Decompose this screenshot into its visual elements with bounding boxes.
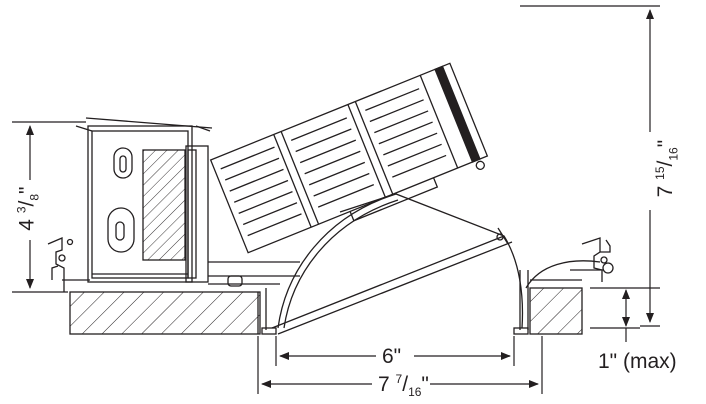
mounting-bracket-right <box>525 237 614 289</box>
dimension-outer-width <box>257 336 543 394</box>
dimension-housing-height <box>12 121 86 293</box>
dimension-ceiling-thickness <box>590 287 660 342</box>
ceiling-right <box>529 279 583 335</box>
total-height-numerator: 15 <box>653 166 668 180</box>
ceiling-thickness-label: 1" (max) <box>598 350 677 373</box>
knockout-bottom <box>107 207 135 253</box>
mounting-bracket-left <box>47 237 90 292</box>
outer-width-denominator: 16 <box>408 385 422 400</box>
housing-height-unit: " <box>15 186 39 194</box>
housing-height-label: 4 3/8" <box>14 186 42 231</box>
plaster-frame <box>208 261 529 335</box>
led-module-tilted <box>209 62 489 254</box>
outer-width-unit: " <box>421 373 429 396</box>
junction-box <box>75 117 213 283</box>
dimension-total-height <box>520 5 660 327</box>
total-height-unit: " <box>654 139 678 148</box>
housing-height-whole: 4 <box>15 219 39 231</box>
total-height-whole: 7 <box>654 185 678 198</box>
reflector-cone <box>271 193 524 335</box>
housing-height-numerator: 3 <box>14 206 29 214</box>
outer-width-whole: 7 <box>378 373 390 396</box>
outer-width-numerator: 7 <box>395 372 403 386</box>
total-height-label: 7 15/16" <box>653 139 681 198</box>
housing-height-denominator: 8 <box>27 193 42 201</box>
ceiling-left <box>69 291 261 335</box>
inner-width-label: 6" <box>382 345 402 368</box>
knockout-top <box>113 147 133 179</box>
total-height-denominator: 16 <box>666 147 681 161</box>
outer-width-label: 7 7/16" <box>378 372 429 400</box>
dimension-inner-width <box>275 336 515 366</box>
